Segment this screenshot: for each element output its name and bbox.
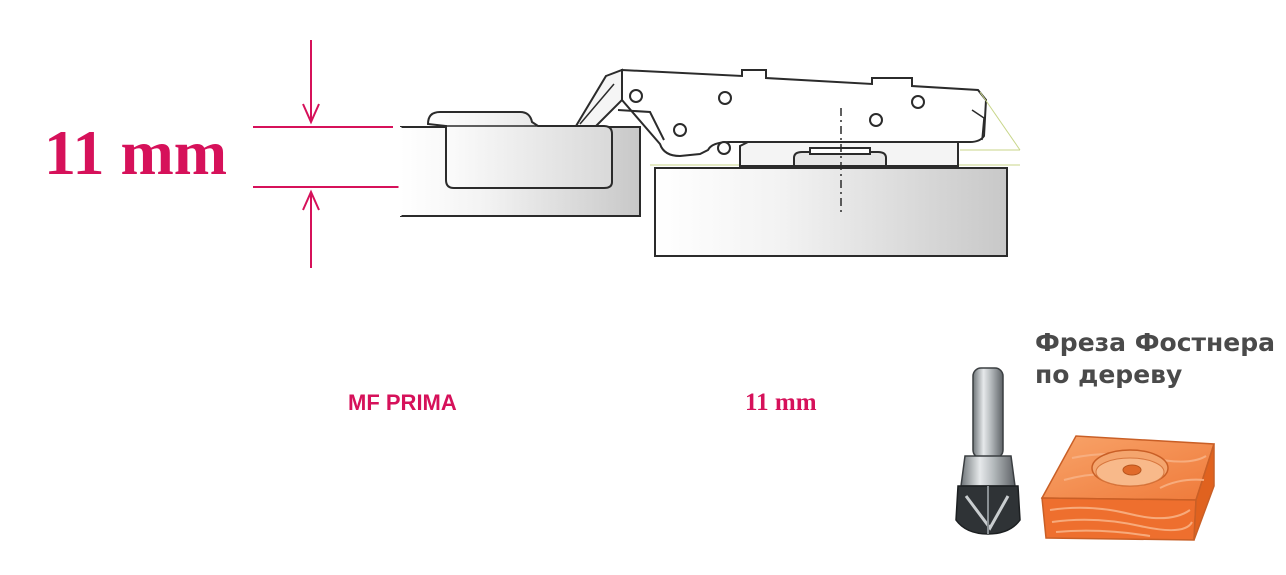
hinge-rivet-icon: [718, 91, 732, 105]
hinge-rivet-icon: [673, 123, 687, 137]
hinge-cup: [426, 111, 613, 189]
tool-title-line1: Фреза Фостнера: [1035, 328, 1276, 357]
cabinet-panel: [650, 164, 1020, 257]
dimension-arrow-down-icon: [302, 103, 320, 125]
hinge-rivet-icon: [717, 141, 731, 155]
door-panel: [398, 111, 641, 217]
size-caption: 11 mm: [745, 389, 817, 416]
wood-block-icon: [1040, 435, 1216, 541]
forstner-drill-icon: [955, 367, 1021, 535]
hinge-rivet-icon: [869, 113, 883, 127]
hinge-arm: [574, 68, 1021, 158]
hinge-rivet-icon: [629, 89, 643, 103]
product-caption: MF PRIMA: [348, 390, 457, 415]
hinge-rivet-icon: [911, 95, 925, 109]
tool-title-line2: по дереву: [1035, 360, 1183, 389]
dimension-label: 11 mm: [44, 117, 228, 188]
dimension-arrow-up-icon: [302, 189, 320, 211]
tool-title: Фреза Фостнера по дереву: [1035, 327, 1275, 391]
